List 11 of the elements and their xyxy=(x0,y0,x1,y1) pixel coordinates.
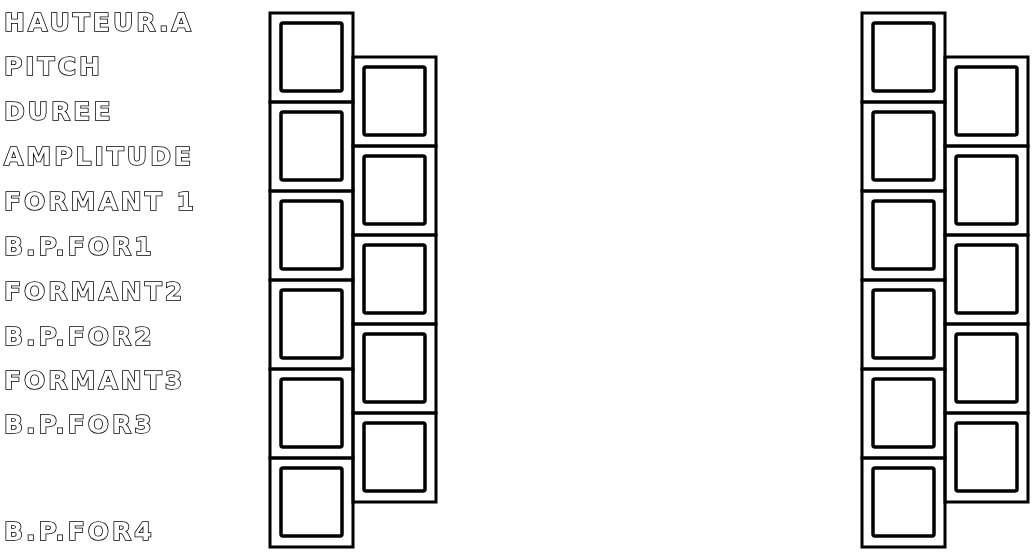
parameter-label: B.P.FOR3 xyxy=(4,411,155,439)
parameter-label: DUREE xyxy=(4,98,114,126)
parameter-label: B.P.FOR2 xyxy=(4,323,155,351)
parameter-label: FORMANT2 xyxy=(4,278,186,306)
parameter-label: B.P.FOR1 xyxy=(4,233,155,261)
parameter-label: B.P.FOR4 xyxy=(4,518,155,546)
parameter-label: HAUTEUR.A xyxy=(4,9,194,37)
parameter-label: FORMANT 1 xyxy=(4,188,197,216)
parameter-label: PITCH xyxy=(4,53,103,81)
parameter-label: AMPLITUDE xyxy=(4,143,194,171)
parameter-label: FORMANT3 xyxy=(4,367,186,395)
